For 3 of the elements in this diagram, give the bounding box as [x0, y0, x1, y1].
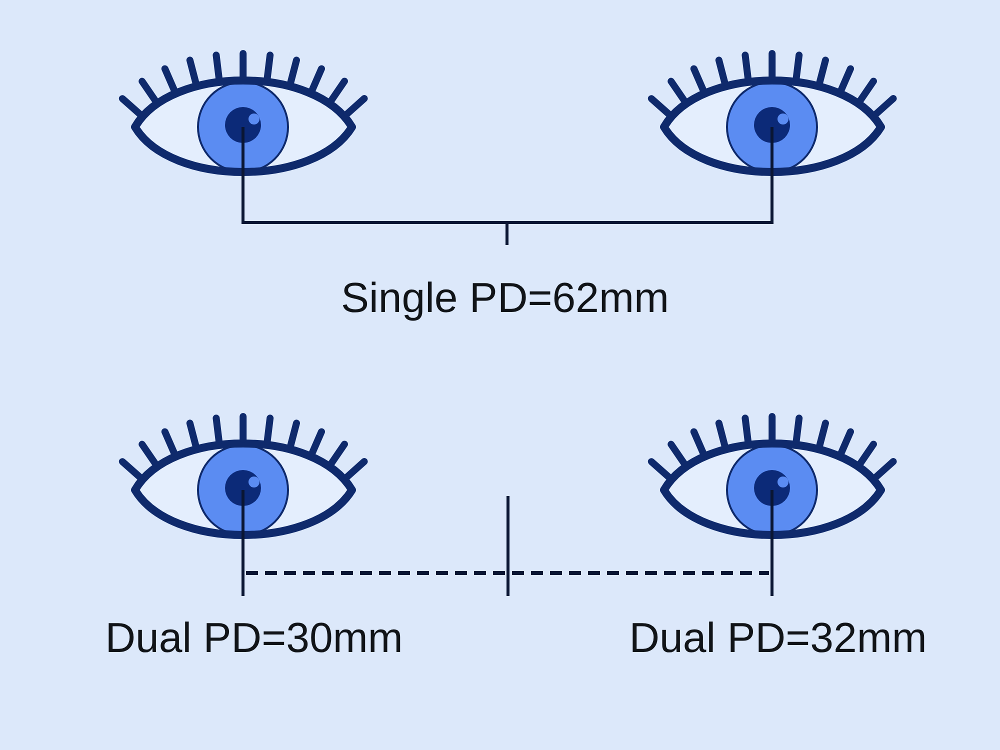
dimension-label: Single PD=62mm: [341, 277, 669, 319]
dimension-label: Dual PD=30mm: [105, 617, 403, 659]
dimension-label: Dual PD=32mm: [629, 617, 927, 659]
